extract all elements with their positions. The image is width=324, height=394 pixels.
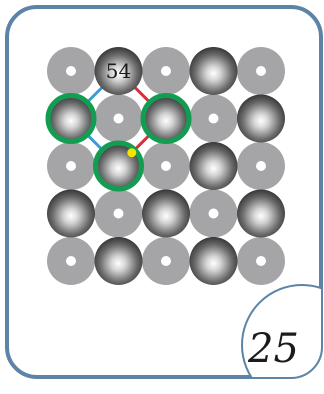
ball[interactable] — [142, 189, 190, 238]
peg-cell[interactable] — [237, 237, 285, 285]
peg-cell[interactable] — [94, 189, 143, 238]
peg-cell[interactable] — [142, 237, 190, 285]
peg-hole — [256, 161, 266, 171]
highlighted-ball[interactable] — [140, 93, 192, 144]
peg-hole — [161, 256, 171, 266]
ball[interactable] — [94, 237, 143, 285]
peg-cell[interactable] — [142, 47, 190, 95]
peg-cell[interactable] — [142, 142, 190, 190]
peg-hole — [113, 208, 124, 219]
ball[interactable] — [189, 47, 238, 95]
peg-hole — [113, 113, 124, 124]
ball[interactable] — [237, 189, 285, 238]
peg-cell[interactable] — [237, 142, 285, 190]
peg-cell[interactable] — [189, 94, 238, 143]
peg-hole — [256, 66, 266, 76]
peg-hole — [161, 161, 171, 171]
labeled-ball[interactable] — [94, 47, 143, 95]
peg-cell[interactable] — [47, 142, 95, 190]
ball[interactable] — [47, 189, 95, 238]
peg-cell[interactable] — [189, 189, 238, 238]
ball[interactable] — [189, 142, 238, 190]
level-number: 25 — [247, 326, 299, 372]
peg-hole — [66, 66, 76, 76]
highlighted-ball[interactable] — [45, 93, 97, 144]
path-marker-dot — [127, 148, 137, 158]
peg-cell[interactable] — [47, 237, 95, 285]
level-badge — [241, 284, 321, 377]
peg-hole — [208, 113, 219, 124]
ball[interactable] — [237, 94, 285, 143]
peg-cell[interactable] — [94, 94, 143, 143]
peg-hole — [256, 256, 266, 266]
peg-cell[interactable] — [237, 47, 285, 95]
peg-hole — [208, 208, 219, 219]
peg-hole — [66, 161, 76, 171]
ball[interactable] — [189, 237, 238, 285]
peg-hole — [161, 66, 171, 76]
peg-cell[interactable] — [47, 47, 95, 95]
ball-number-label: 54 — [106, 59, 131, 83]
highlight-ring — [45, 93, 97, 144]
peg-hole — [66, 256, 76, 266]
grid-cells: 54 — [45, 47, 285, 285]
highlight-ring — [140, 93, 192, 144]
